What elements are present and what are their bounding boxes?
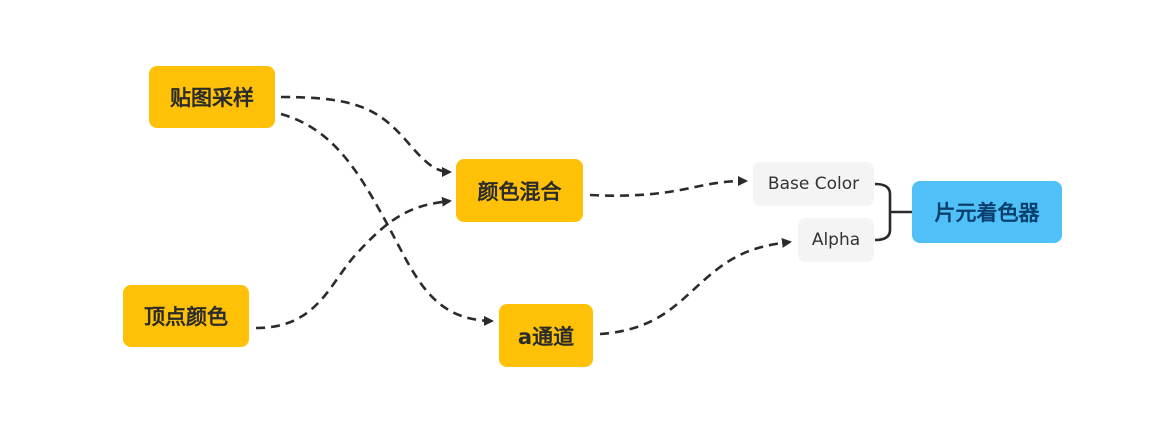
node-alpha-channel[interactable]: a通道 <box>499 304 593 367</box>
node-vertex-color-label: 顶点颜色 <box>144 305 228 329</box>
edge-blend-to-base-color <box>589 176 748 197</box>
node-color-blend[interactable]: 颜色混合 <box>456 159 583 222</box>
node-vertex-color[interactable]: 顶点颜色 <box>123 285 249 347</box>
port-alpha[interactable]: Alpha <box>798 218 874 262</box>
node-fragment-shader[interactable]: 片元着色器 <box>912 181 1062 243</box>
node-color-blend-label: 颜色混合 <box>477 179 562 204</box>
node-alpha-channel-label: a通道 <box>517 324 575 349</box>
port-base-color[interactable]: Base Color <box>753 162 874 206</box>
edge-alpha-channel-to-alpha <box>599 237 792 336</box>
node-fragment-shader-label: 片元着色器 <box>934 201 1040 225</box>
port-base-color-label: Base Color <box>767 174 860 194</box>
node-texture-sampling[interactable]: 贴图采样 <box>149 66 275 128</box>
edge-vertex-to-blend <box>255 196 452 330</box>
node-texture-sampling-label: 贴图采样 <box>170 86 254 110</box>
edge-texture-to-alpha-channel <box>280 112 494 326</box>
bracket-inputs-to-shader <box>874 182 912 242</box>
edge-texture-to-blend <box>280 95 452 177</box>
port-alpha-label: Alpha <box>811 230 861 250</box>
